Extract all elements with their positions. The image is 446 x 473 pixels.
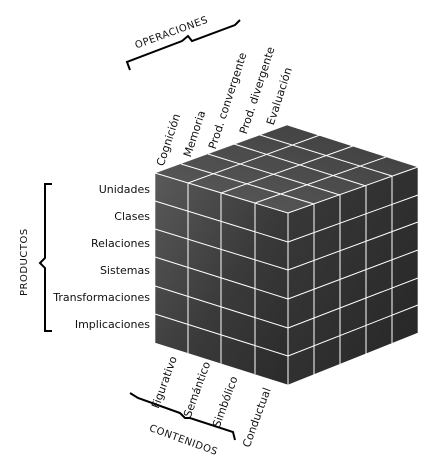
cube-grid: [154, 124, 419, 386]
producto-clases: Clases: [114, 210, 150, 223]
producto-transformaciones: Transformaciones: [53, 291, 150, 304]
producto-unidades: Unidades: [98, 183, 150, 196]
producto-relaciones: Relaciones: [90, 237, 150, 250]
cube-right-face: [288, 167, 418, 385]
cube-top-face: [155, 125, 418, 213]
producto-implicaciones: Implicaciones: [74, 318, 150, 331]
productos-bracket: [38, 183, 52, 332]
operaciones-bracket: [125, 19, 241, 71]
contenidos-bracket: [129, 392, 236, 441]
producto-sistemas: Sistemas: [99, 264, 150, 277]
